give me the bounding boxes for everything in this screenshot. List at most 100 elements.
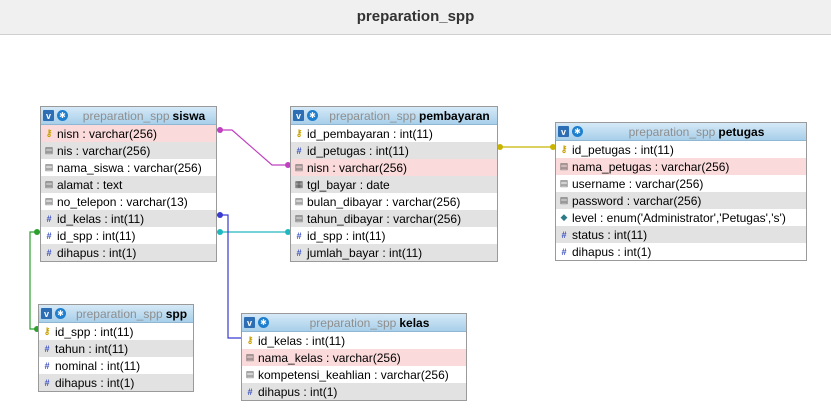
hash-icon: # xyxy=(44,377,50,388)
table-field-row[interactable]: ▤alamat : text xyxy=(41,176,216,193)
table-field-row[interactable]: ▤nisn : varchar(256) xyxy=(291,159,497,176)
hash-icon: # xyxy=(296,230,302,241)
table-field-row[interactable]: #nominal : int(11) xyxy=(39,357,193,374)
table-field-row[interactable]: ▤nis : varchar(256) xyxy=(41,142,216,159)
table-field-row[interactable]: ⚷ id_kelas : int(11) xyxy=(242,332,466,349)
hash-icon: # xyxy=(296,247,302,258)
table-field-row[interactable]: # id_spp : int(11) xyxy=(291,227,497,244)
table-db-name: preparation_spp xyxy=(628,124,716,139)
table-field-row[interactable]: #tahun : int(11) xyxy=(39,340,193,357)
key-icon: ⚷ xyxy=(560,144,568,154)
index-icon: ▤ xyxy=(294,162,304,172)
table-field-row[interactable]: # id_petugas : int(11) xyxy=(291,142,497,159)
relation-endpoint xyxy=(217,212,223,218)
gear-icon[interactable]: ✱ xyxy=(572,126,583,137)
v-toggle-icon[interactable]: v xyxy=(41,308,52,319)
table-field-row[interactable]: # jumlah_bayar : int(11) xyxy=(291,244,497,261)
table-field-row[interactable]: # dihapus : int(1) xyxy=(39,374,193,391)
table-field-row[interactable]: ▤nama_siswa : varchar(256) xyxy=(41,159,216,176)
field-text: bulan_dibayar : varchar(256) xyxy=(307,194,461,209)
key-icon: ⚷ xyxy=(43,326,51,336)
table-field-row[interactable]: ▤kompetensi_keahlian : varchar(256) xyxy=(242,366,466,383)
v-toggle-icon[interactable]: v xyxy=(558,126,569,137)
gear-icon[interactable]: ✱ xyxy=(55,308,66,319)
relation-endpoint xyxy=(550,144,556,150)
field-text: tgl_bayar : date xyxy=(307,177,390,192)
index-icon: ▤ xyxy=(559,178,569,188)
field-text: id_spp : int(11) xyxy=(55,324,134,339)
field-text: id_spp : int(11) xyxy=(57,228,136,243)
table-db-name: preparation_spp xyxy=(75,306,163,321)
table-name: kelas xyxy=(399,315,430,330)
relation-endpoint xyxy=(217,229,223,235)
hash-icon: # xyxy=(296,145,302,156)
index-icon: ▤ xyxy=(245,369,255,379)
field-text: id_kelas : int(11) xyxy=(57,211,145,226)
table-field-row[interactable]: ▤tahun_dibayar : varchar(256) xyxy=(291,210,497,227)
table-field-row[interactable]: #status : int(11) xyxy=(556,226,806,243)
table-name: siswa xyxy=(172,108,206,123)
index-icon: ▤ xyxy=(44,196,54,206)
gear-icon[interactable]: ✱ xyxy=(307,110,318,121)
table-field-row[interactable]: ▤password : varchar(256) xyxy=(556,192,806,209)
table-field-row[interactable]: ▤username : varchar(256) xyxy=(556,175,806,192)
table-field-row[interactable]: ⚷id_petugas : int(11) xyxy=(556,141,806,158)
designer-topbar: preparation_spp xyxy=(0,0,831,35)
field-text: id_kelas : int(11) xyxy=(258,333,346,348)
field-text: tahun : int(11) xyxy=(55,341,129,356)
table-field-row[interactable]: #id_kelas : int(11) xyxy=(41,210,216,227)
gear-icon[interactable]: ✱ xyxy=(258,317,269,328)
index-icon: ▤ xyxy=(44,162,54,172)
field-text: dihapus : int(1) xyxy=(55,375,135,390)
table-name: pembayaran xyxy=(419,108,490,123)
table-field-row[interactable]: ▤bulan_dibayar : varchar(256) xyxy=(291,193,497,210)
field-text: id_petugas : int(11) xyxy=(307,143,409,158)
hash-icon: # xyxy=(561,246,567,257)
table-field-row[interactable]: #id_spp : int(11) xyxy=(41,227,216,244)
field-text: jumlah_bayar : int(11) xyxy=(307,245,423,260)
hash-icon: # xyxy=(46,247,52,258)
table-field-row[interactable]: ▤nama_kelas : varchar(256) xyxy=(242,349,466,366)
relation-endpoint xyxy=(285,162,291,168)
table-field-row[interactable]: ▦tgl_bayar : date xyxy=(291,176,497,193)
v-toggle-icon[interactable]: v xyxy=(244,317,255,328)
field-text: level : enum('Administrator','Petugas','… xyxy=(572,210,786,225)
table-field-row[interactable]: #dihapus : int(1) xyxy=(41,244,216,261)
field-text: nis : varchar(256) xyxy=(57,143,151,158)
hash-icon: # xyxy=(561,229,567,240)
field-text: id_spp : int(11) xyxy=(307,228,386,243)
field-text: nama_kelas : varchar(256) xyxy=(258,350,401,365)
calendar-icon: ▦ xyxy=(294,179,304,189)
table-field-row[interactable]: #dihapus : int(1) xyxy=(242,383,466,400)
table-field-row[interactable]: ▤nama_petugas : varchar(256) xyxy=(556,158,806,175)
table-field-row[interactable]: ▤no_telepon : varchar(13) xyxy=(41,193,216,210)
relation-endpoint xyxy=(34,229,40,235)
relation-siswa-pembayaran-nisn xyxy=(216,129,290,166)
table-field-row[interactable]: ⚷ id_spp : int(11) xyxy=(39,323,193,340)
table-field-row[interactable]: #dihapus : int(1) xyxy=(556,243,806,260)
key-icon: ⚷ xyxy=(246,335,254,345)
gear-icon[interactable]: ✱ xyxy=(57,110,68,121)
table-field-row[interactable]: ⚷id_pembayaran : int(11) xyxy=(291,125,497,142)
relation-endpoint xyxy=(497,144,503,150)
field-text: id_pembayaran : int(11) xyxy=(307,126,433,141)
v-toggle-icon[interactable]: v xyxy=(293,110,304,121)
table-field-row[interactable]: ◆level : enum('Administrator','Petugas',… xyxy=(556,209,806,226)
field-text: nama_siswa : varchar(256) xyxy=(57,160,202,175)
field-text: nominal : int(11) xyxy=(55,358,141,373)
index-icon: ▤ xyxy=(294,213,304,223)
relation-endpoint xyxy=(285,229,291,235)
v-toggle-icon[interactable]: v xyxy=(43,110,54,121)
field-text: alamat : text xyxy=(57,177,123,192)
table-field-row[interactable]: ⚷nisn : varchar(256) xyxy=(41,125,216,142)
